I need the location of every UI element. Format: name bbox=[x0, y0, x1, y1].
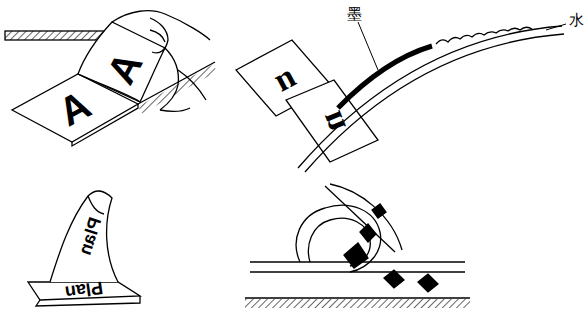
panel-lift-sheet-path bbox=[150, 18, 168, 53]
panel-ink-water-path bbox=[298, 26, 562, 168]
panel-ink-water-polygon bbox=[286, 80, 378, 162]
panel-ink-water bbox=[236, 22, 566, 172]
panel-roller-polygon bbox=[372, 204, 386, 218]
panel-lift-sheet bbox=[5, 11, 215, 146]
panel-lift-sheet-rect bbox=[5, 31, 105, 40]
panel-roller bbox=[245, 184, 470, 308]
panel-lift-sheet-path bbox=[160, 108, 190, 111]
panel-roller-polygon bbox=[344, 243, 368, 268]
panel-folded-sheet bbox=[28, 191, 140, 306]
ink-label: 墨 bbox=[347, 7, 362, 22]
panel-lift-sheet-path bbox=[78, 22, 165, 102]
panel-folded-sheet-path bbox=[50, 191, 118, 282]
panel-folded-sheet-path bbox=[88, 196, 104, 214]
panel-ink-water-path bbox=[436, 27, 532, 44]
panel-roller-rect bbox=[245, 299, 470, 308]
panel-roller-line bbox=[250, 271, 465, 272]
panel-lift-sheet-path bbox=[150, 30, 165, 42]
panel-roller-path bbox=[330, 184, 402, 250]
panel-ink-water-line bbox=[358, 22, 378, 70]
panel-roller-polygon bbox=[384, 270, 404, 288]
printed-word: Plan bbox=[64, 278, 104, 301]
panel-ink-water-path bbox=[338, 46, 432, 108]
panel-roller-line bbox=[245, 297, 470, 298]
panel-lift-sheet-path bbox=[160, 48, 178, 110]
panel-ink-water-path bbox=[305, 34, 564, 172]
panel-roller-polygon bbox=[418, 274, 438, 292]
panel-roller-path bbox=[296, 205, 381, 272]
water-label: 水 bbox=[569, 13, 584, 28]
panel-lift-sheet-path bbox=[178, 70, 206, 100]
panel-ink-water-line bbox=[546, 24, 566, 30]
panel-roller-polygon bbox=[360, 224, 376, 242]
